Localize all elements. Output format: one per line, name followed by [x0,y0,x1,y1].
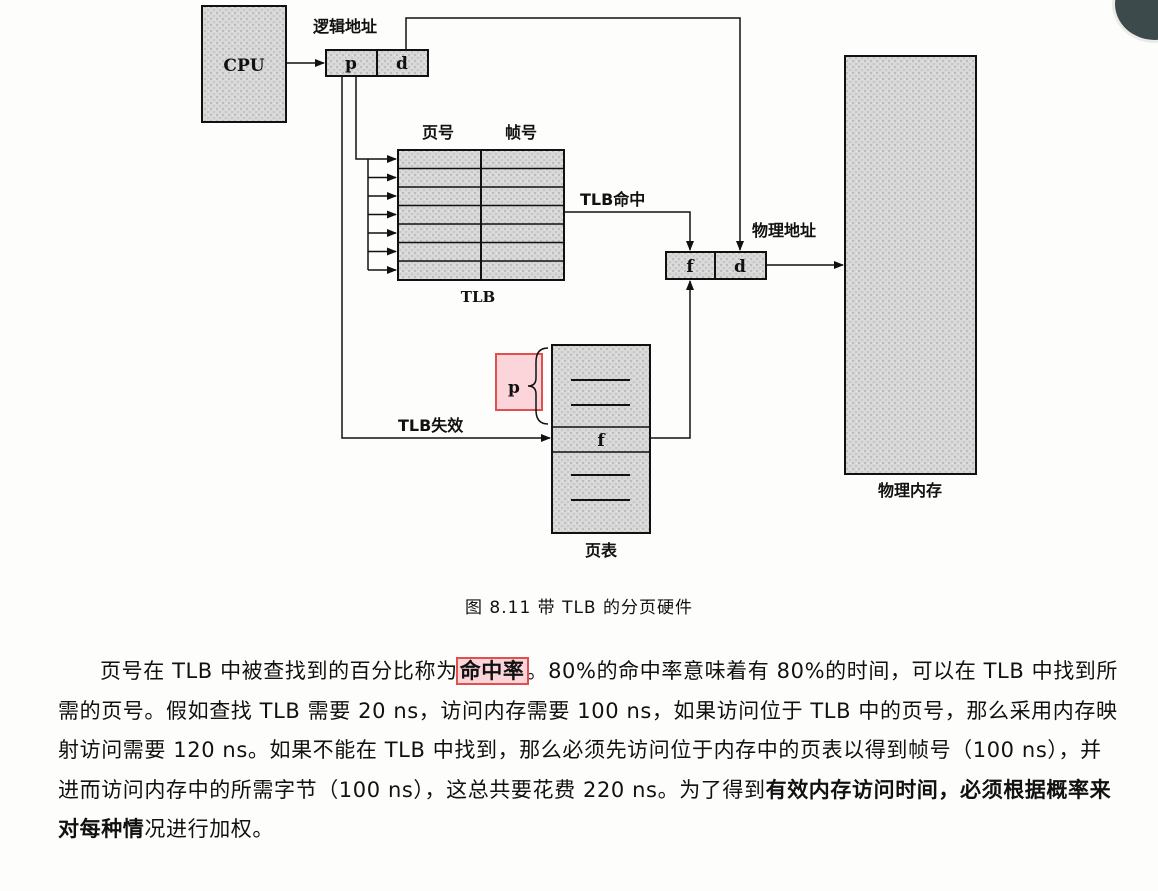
cpu-box [201,5,287,123]
tlb-search-arrows [368,155,397,274]
page-table [551,344,651,534]
logical-d-label: d [396,54,408,74]
tlb-page-number-header: 页号 [422,123,454,142]
tlb-label: TLB [461,288,495,306]
p-highlight-box [495,353,543,411]
tlb-hit-line [564,211,694,251]
p-to-tlb-line [355,76,368,160]
physical-address-label: 物理地址 [752,221,816,240]
paragraph-text-3: 况进行加权。 [144,817,275,841]
tlb-hit-label: TLB命中 [580,190,645,209]
physical-f-label: f [686,257,695,277]
page-table-label: 页表 [585,541,618,560]
tlb-miss-label: TLB失效 [398,416,463,435]
tlb-miss-line [341,76,551,442]
physical-d-label: d [734,257,746,277]
body-paragraph: 页号在 TLB 中被查找到的百分比称为命中率。80%的命中率意味着有 80%的时… [58,652,1123,850]
logical-address-label: 逻辑地址 [313,17,377,36]
page-table-to-physical-line [650,280,694,439]
tlb-table [397,149,565,281]
p-brace [527,347,549,425]
hit-rate-term: 命中率 [455,657,529,685]
cpu-label: CPU [223,56,264,76]
physical-memory-label: 物理内存 [878,481,942,500]
offset-line [405,17,744,251]
paging-hardware-diagram: CPU 逻辑地址 p d 页号 帧号 TLB TLB失效 TLB命中 [201,5,977,560]
paragraph-text-2: 。80%的命中率意味着有 80%的时间，可以在 TLB 中找到所需的页号。假如查… [58,659,1119,802]
logical-p-label: p [345,54,357,74]
tlb-frame-number-header: 帧号 [505,123,537,142]
page-table-p-label: p [508,378,520,398]
page-table-f-label: f [597,431,606,451]
paragraph-bold-text: 有效内存访问时间，必须根据概率来对每种情 [58,777,1112,842]
paragraph-text-1: 页号在 TLB 中被查找到的百分比称为 [100,659,458,683]
figure-caption: 图 8.11 带 TLB 的分页硬件 [465,598,693,618]
physical-memory-box [844,55,977,475]
